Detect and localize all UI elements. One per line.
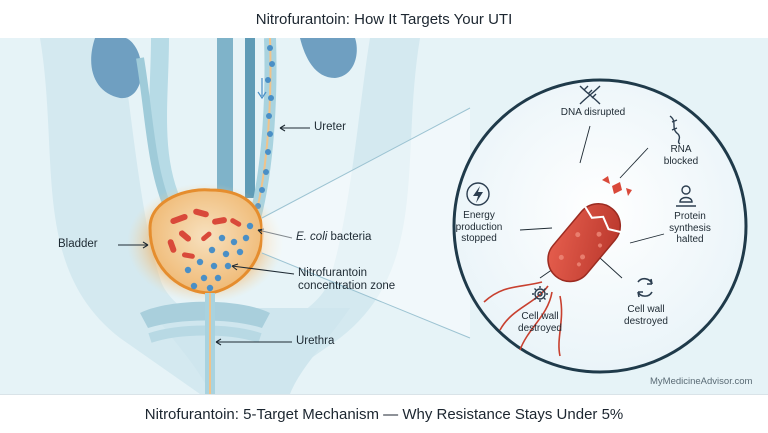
- target-cellwall-right-line-1: Cell wall: [627, 304, 665, 315]
- target-cellwall-right-label: Cell wall destroyed: [614, 304, 678, 327]
- target-dna-label: DNA disrupted: [548, 107, 638, 119]
- ecoli-species: E. coli: [296, 231, 328, 243]
- footer-caption: Nitrofurantoin: 5-Target Mechanism — Why…: [0, 394, 768, 433]
- target-protein-line-3: halted: [676, 234, 704, 245]
- target-dna-line: DNA disrupted: [560, 107, 626, 118]
- ribosome-icon: [676, 185, 696, 207]
- target-energy-line-2: production: [455, 221, 503, 233]
- urethra-label: Urethra: [296, 335, 335, 347]
- bladder-label: Bladder: [58, 238, 98, 250]
- bladder-bacteria: [167, 208, 242, 259]
- target-protein-line-1: Protein: [674, 211, 706, 222]
- target-energy-line-3: stopped: [461, 233, 497, 244]
- target-cellwall-left-line-2: destroyed: [518, 322, 562, 334]
- ureter-label: Ureter: [314, 121, 346, 133]
- bladder-drug-dots: [184, 222, 254, 292]
- target-cellwall-left-label: Cell wall destroyed: [508, 311, 572, 334]
- gear-icon: [532, 286, 548, 302]
- source-credit: MyMedicineAdvisor.com: [650, 376, 753, 387]
- target-cellwall-right-line-2: destroyed: [624, 315, 668, 327]
- target-cellwall-left-line-1: Cell wall: [521, 311, 559, 322]
- concentration-line-1: Nitrofurantoin: [298, 267, 368, 279]
- target-protein-line-2: synthesis: [669, 222, 711, 234]
- target-protein-label: Protein synthesis halted: [662, 211, 718, 246]
- ecoli-word: bacteria: [327, 231, 372, 243]
- lightning-icon: [466, 182, 490, 206]
- target-rna-label: RNA blocked: [656, 144, 706, 167]
- anatomy-illustration: [40, 38, 748, 394]
- target-energy-line-1: Energy: [463, 210, 495, 221]
- diagram-canvas: Ureter Bladder E. coli bacteria Nitrofur…: [0, 38, 768, 394]
- concentration-line-2: concentration zone: [298, 280, 396, 292]
- zoom-connector: [262, 108, 470, 338]
- target-energy-label: Energy production stopped: [448, 210, 510, 245]
- ecoli-label: E. coli bacteria: [296, 231, 371, 244]
- target-rna-line-2: blocked: [663, 155, 699, 167]
- rna-strand-icon: [669, 115, 681, 145]
- recycle-icon: [637, 277, 653, 298]
- page-title: Nitrofurantoin: How It Targets Your UTI: [0, 0, 768, 38]
- right-kidney: [300, 38, 357, 78]
- ureter-drug-dots: [255, 45, 275, 209]
- target-rna-line-1: RNA: [670, 144, 692, 155]
- left-kidney: [91, 38, 142, 99]
- dna-helix-icon: [579, 85, 601, 105]
- concentration-zone-label: Nitrofurantoin concentration zone: [298, 267, 395, 293]
